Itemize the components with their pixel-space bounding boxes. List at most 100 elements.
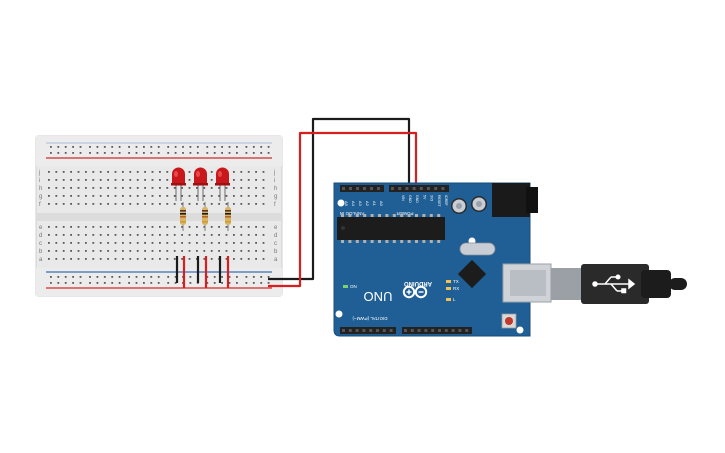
terminal-hole[interactable] bbox=[136, 226, 139, 228]
terminal-hole[interactable] bbox=[85, 258, 87, 260]
rail-hole[interactable] bbox=[174, 282, 177, 284]
rail-hole[interactable] bbox=[252, 276, 255, 278]
terminal-hole[interactable] bbox=[70, 171, 72, 173]
header-pin[interactable] bbox=[434, 187, 438, 190]
terminal-hole[interactable] bbox=[107, 250, 109, 252]
terminal-hole[interactable] bbox=[233, 242, 235, 244]
terminal-hole[interactable] bbox=[85, 179, 87, 181]
terminal-hole[interactable] bbox=[255, 187, 257, 189]
rail-hole[interactable] bbox=[150, 282, 153, 284]
terminal-hole[interactable] bbox=[107, 171, 109, 173]
terminal-hole[interactable] bbox=[247, 195, 250, 197]
rail-hole[interactable] bbox=[189, 146, 192, 148]
header-pin[interactable] bbox=[458, 329, 462, 332]
terminal-hole[interactable] bbox=[85, 234, 87, 236]
rail-hole[interactable] bbox=[50, 146, 52, 148]
terminal-hole[interactable] bbox=[233, 203, 235, 205]
header-pin[interactable] bbox=[451, 329, 455, 332]
header-pin[interactable] bbox=[342, 329, 345, 332]
rail-hole[interactable] bbox=[260, 282, 263, 284]
rail-hole[interactable] bbox=[157, 146, 160, 148]
terminal-hole[interactable] bbox=[247, 258, 250, 260]
terminal-hole[interactable] bbox=[203, 258, 206, 260]
terminal-hole[interactable] bbox=[151, 226, 154, 228]
header-pin[interactable] bbox=[441, 187, 445, 190]
analog-header[interactable] bbox=[340, 185, 384, 192]
terminal-hole[interactable] bbox=[85, 226, 87, 228]
terminal-hole[interactable] bbox=[62, 195, 65, 197]
terminal-hole[interactable] bbox=[196, 203, 198, 205]
terminal-hole[interactable] bbox=[225, 203, 228, 205]
terminal-hole[interactable] bbox=[122, 195, 124, 197]
terminal-hole[interactable] bbox=[92, 171, 95, 173]
rail-hole[interactable] bbox=[260, 152, 263, 154]
terminal-hole[interactable] bbox=[225, 226, 228, 228]
terminal-hole[interactable] bbox=[225, 195, 228, 197]
header-pin[interactable] bbox=[412, 187, 416, 190]
terminal-hole[interactable] bbox=[62, 242, 65, 244]
rail-hole[interactable] bbox=[103, 146, 106, 148]
terminal-hole[interactable] bbox=[136, 187, 139, 189]
rail-hole[interactable] bbox=[167, 276, 170, 278]
header-pin[interactable] bbox=[389, 329, 393, 332]
terminal-hole[interactable] bbox=[188, 258, 191, 260]
terminal-hole[interactable] bbox=[85, 203, 87, 205]
terminal-hole[interactable] bbox=[151, 171, 154, 173]
terminal-hole[interactable] bbox=[136, 250, 139, 252]
terminal-hole[interactable] bbox=[181, 250, 183, 252]
terminal-hole[interactable] bbox=[114, 226, 117, 228]
terminal-hole[interactable] bbox=[114, 195, 117, 197]
wire-gnd-black[interactable] bbox=[268, 117, 411, 281]
terminal-hole[interactable] bbox=[62, 179, 65, 181]
terminal-hole[interactable] bbox=[55, 179, 58, 181]
rail-hole[interactable] bbox=[236, 276, 238, 278]
terminal-hole[interactable] bbox=[129, 179, 132, 181]
terminal-hole[interactable] bbox=[159, 187, 161, 189]
terminal-hole[interactable] bbox=[77, 171, 80, 173]
terminal-hole[interactable] bbox=[240, 226, 243, 228]
terminal-hole[interactable] bbox=[107, 226, 109, 228]
terminal-hole[interactable] bbox=[99, 242, 102, 244]
rail-hole[interactable] bbox=[157, 282, 160, 284]
terminal-hole[interactable] bbox=[218, 242, 220, 244]
terminal-hole[interactable] bbox=[188, 187, 191, 189]
jumper-wires-arduino[interactable] bbox=[268, 117, 418, 288]
terminal-hole[interactable] bbox=[210, 250, 213, 252]
header-pin[interactable] bbox=[398, 187, 402, 190]
rail-hole[interactable] bbox=[245, 146, 248, 148]
terminal-hole[interactable] bbox=[173, 242, 176, 244]
terminal-hole[interactable] bbox=[144, 234, 146, 236]
terminal-hole[interactable] bbox=[55, 242, 58, 244]
terminal-hole[interactable] bbox=[77, 187, 80, 189]
rail-hole[interactable] bbox=[96, 146, 99, 148]
terminal-hole[interactable] bbox=[151, 195, 154, 197]
terminal-hole[interactable] bbox=[240, 171, 243, 173]
terminal-hole[interactable] bbox=[166, 187, 169, 189]
terminal-hole[interactable] bbox=[255, 171, 257, 173]
rail-hole[interactable] bbox=[228, 152, 231, 154]
terminal-hole[interactable] bbox=[262, 171, 265, 173]
header-pin[interactable] bbox=[355, 329, 359, 332]
terminal-hole[interactable] bbox=[210, 242, 213, 244]
terminal-hole[interactable] bbox=[107, 242, 109, 244]
header-pin[interactable] bbox=[376, 329, 379, 332]
terminal-hole[interactable] bbox=[48, 226, 50, 228]
terminal-hole[interactable] bbox=[92, 250, 95, 252]
digital-header-2[interactable] bbox=[402, 327, 472, 334]
terminal-hole[interactable] bbox=[114, 203, 117, 205]
terminal-hole[interactable] bbox=[77, 258, 80, 260]
terminal-hole[interactable] bbox=[151, 258, 154, 260]
digital-header-1[interactable] bbox=[340, 327, 396, 334]
terminal-hole[interactable] bbox=[210, 203, 213, 205]
terminal-hole[interactable] bbox=[55, 203, 58, 205]
terminal-hole[interactable] bbox=[210, 179, 213, 181]
terminal-hole[interactable] bbox=[166, 258, 169, 260]
rail-hole[interactable] bbox=[57, 276, 60, 278]
terminal-hole[interactable] bbox=[92, 242, 95, 244]
resistor-2[interactable] bbox=[202, 202, 208, 231]
rail-hole[interactable] bbox=[213, 152, 216, 154]
terminal-hole[interactable] bbox=[233, 179, 235, 181]
red-led-3[interactable] bbox=[215, 167, 230, 186]
terminal-hole[interactable] bbox=[92, 226, 95, 228]
rail-hole[interactable] bbox=[206, 146, 209, 148]
